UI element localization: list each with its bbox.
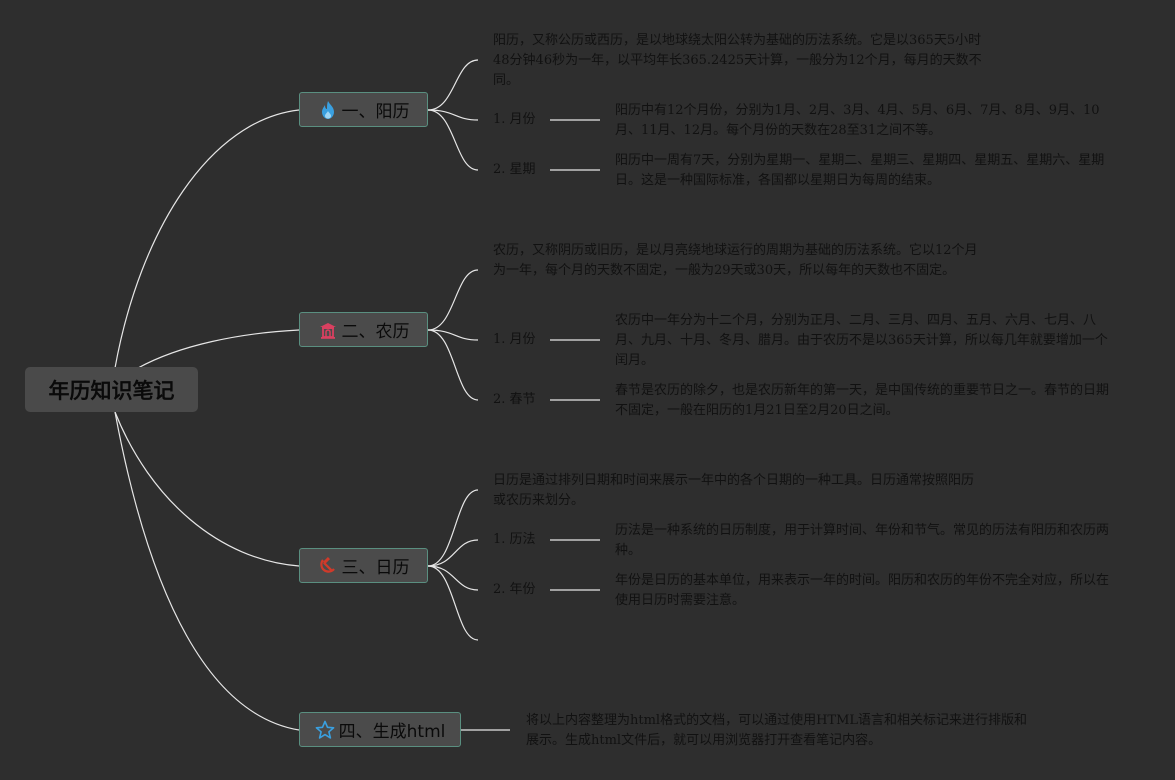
subtopic-text: 阳历中有12个月份，分别为1月、2月、3月、4月、5月、6月、7月、8月、9月、… bbox=[615, 103, 1100, 138]
topic-node-calendar[interactable]: 三、日历 bbox=[299, 548, 428, 583]
root-link-4 bbox=[114, 411, 300, 731]
t1-link-item2 bbox=[427, 109, 479, 171]
topic-description: 日历是通过排列日期和时间来展示一年中的各个日期的一种工具。日历通常按照阳历或农历… bbox=[493, 473, 975, 508]
subtopic-text: 农历中一年分为十二个月，分别为正月、二月、三月、四月、五月、六月、七月、八月、九… bbox=[615, 313, 1108, 368]
star-icon bbox=[315, 720, 335, 740]
subtopic-label[interactable]: 2. 星期 bbox=[493, 162, 536, 177]
topic-label: 二、农历 bbox=[341, 322, 410, 342]
topic-description: 阳历，又称公历或西历，是以地球绕太阳公转为基础的历法系统。它是以365天5小时4… bbox=[493, 33, 982, 88]
topic-description: 农历，又称阴历或旧历，是以月亮绕地球运行的周期为基础的历法系统。它以12个月为一… bbox=[493, 243, 978, 278]
subtopic-label[interactable]: 1. 月份 bbox=[493, 112, 536, 127]
subtopic-label[interactable]: 2. 年份 bbox=[493, 582, 536, 597]
subtopic-label[interactable]: 1. 月份 bbox=[493, 332, 536, 347]
hammer-sickle-icon bbox=[318, 556, 338, 576]
topic-node-solar-calendar[interactable]: 一、阳历 bbox=[299, 92, 428, 127]
t3-link-desc bbox=[427, 489, 479, 567]
root-link-2 bbox=[137, 329, 300, 369]
flame-icon bbox=[318, 100, 338, 120]
subtopic-text: 春节是农历的除夕，也是农历新年的第一天，是中国传统的重要节日之一。春节的日期不固… bbox=[615, 383, 1110, 418]
temple-icon bbox=[318, 320, 338, 340]
t1-link-desc bbox=[427, 59, 479, 111]
t3-link-empty bbox=[427, 565, 479, 641]
topic-label: 一、阳历 bbox=[341, 102, 410, 122]
subtopic-text: 阳历中一周有7天，分别为星期一、星期二、星期三、星期四、星期五、星期六、星期日。… bbox=[615, 153, 1105, 188]
topic-node-generate-html[interactable]: 四、生成html bbox=[299, 712, 461, 747]
subtopic-text: 年份是日历的基本单位，用来表示一年的时间。阳历和农历的年份不完全对应，所以在使用… bbox=[615, 573, 1110, 608]
subtopic-label[interactable]: 2. 春节 bbox=[493, 392, 536, 407]
t2-link-desc bbox=[427, 269, 479, 331]
t2-link-item1 bbox=[427, 329, 479, 341]
topic-node-lunar-calendar[interactable]: 二、农历 bbox=[299, 312, 428, 347]
t3-link-item2 bbox=[427, 565, 479, 591]
root-link-3 bbox=[114, 411, 300, 567]
root-node[interactable]: 年历知识笔记 bbox=[25, 367, 198, 412]
subtopic-label[interactable]: 1. 历法 bbox=[493, 532, 536, 547]
root-link-1 bbox=[114, 109, 300, 369]
topic-description: 将以上内容整理为html格式的文档，可以通过使用HTML语言和相关标记来进行排版… bbox=[526, 713, 1028, 748]
t2-link-item2 bbox=[427, 329, 479, 401]
t1-link-item1 bbox=[427, 109, 479, 121]
topic-label: 三、日历 bbox=[341, 558, 410, 578]
subtopic-text: 历法是一种系统的日历制度，用于计算时间、年份和节气。常见的历法有阳历和农历两种。 bbox=[615, 523, 1110, 558]
t3-link-item1 bbox=[427, 539, 479, 567]
topic-label: 四、生成html bbox=[338, 722, 446, 742]
